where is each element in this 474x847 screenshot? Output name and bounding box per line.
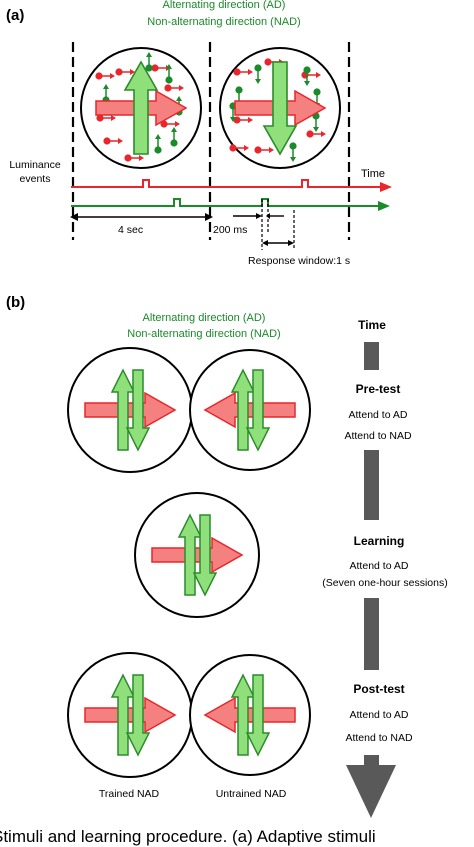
luminance-label-line2: events (20, 173, 51, 185)
interval-200ms-label: 200 ms (213, 224, 247, 236)
panel-b-label: (b) (6, 294, 25, 311)
posttest-line1: Attend to AD (350, 709, 409, 721)
timeline-segment-2 (364, 450, 379, 520)
time-label-b: Time (358, 318, 386, 332)
posttest-circle-trained (67, 652, 193, 778)
panel-a-legend-ad: Alternating direction (AD) (163, 0, 286, 11)
green-luminance-timeline (71, 198, 390, 211)
red-luminance-timeline (71, 179, 392, 192)
pretest-line2: Attend to NAD (344, 430, 412, 442)
trained-nad-label: Trained NAD (99, 788, 160, 800)
posttest-title: Post-test (353, 682, 404, 696)
untrained-nad-label: Untrained NAD (216, 788, 287, 800)
interval-200ms-arrow (233, 213, 284, 219)
panel-b-legend-nad: Non-alternating direction (NAD) (127, 328, 280, 340)
panel-b-legend-ad: Alternating direction (AD) (143, 312, 266, 324)
response-window-arrow (262, 240, 294, 246)
luminance-label-line1: Luminance (9, 159, 61, 171)
learning-line1: Attend to AD (350, 560, 409, 572)
response-window-label: Response window:1 s (248, 255, 350, 267)
timeline-segment-3 (364, 598, 379, 670)
learning-circle (134, 492, 260, 618)
panel-a-label: (a) (6, 7, 24, 24)
pretest-title: Pre-test (356, 382, 401, 396)
posttest-circle-untrained (189, 654, 311, 776)
posttest-line2: Attend to NAD (345, 732, 413, 744)
panel-a-legend-nad: Non-alternating direction (NAD) (147, 16, 300, 28)
learning-title: Learning (354, 534, 405, 548)
learning-line2: (Seven one-hour sessions) (322, 577, 447, 589)
stimulus-circle-a2 (219, 47, 341, 169)
pretest-circle-left-motion (189, 349, 311, 471)
interval-4sec-label: 4 sec (118, 224, 143, 236)
caption-fragment: Stimuli and learning procedure. (a) Adap… (0, 827, 376, 846)
timeline-arrow-head (346, 755, 396, 818)
interval-4sec-arrow (70, 213, 213, 221)
pretest-line1: Attend to AD (349, 409, 408, 421)
stimulus-circle-a1 (80, 47, 202, 169)
time-label-a: Time (361, 168, 385, 180)
timeline-segment-1 (364, 342, 379, 370)
pretest-circle-right-motion (67, 347, 193, 473)
